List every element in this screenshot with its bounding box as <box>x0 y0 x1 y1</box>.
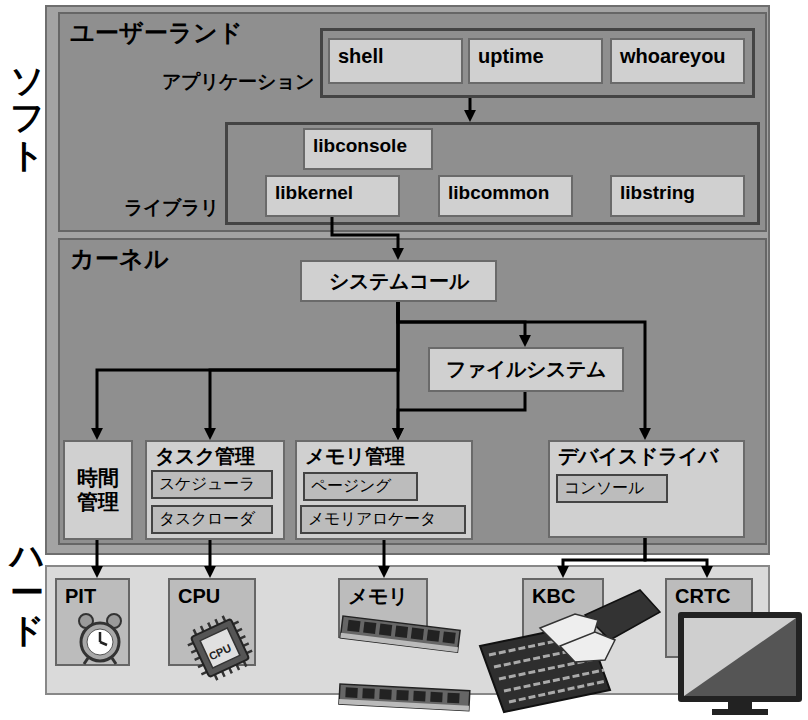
clock-icon <box>79 614 121 664</box>
connector-arrow <box>645 538 707 570</box>
app-name: shell <box>338 45 384 68</box>
group-box: ライブラリlibconsolelibkernellibcommonlibstri… <box>225 122 760 225</box>
app-box: whoareyou <box>610 38 745 84</box>
library-box: libcommon <box>438 175 573 217</box>
library-name: libkernel <box>275 182 353 204</box>
connector-arrow <box>96 540 99 570</box>
layer-title: カーネル <box>70 245 169 273</box>
memory-stick-icon <box>339 684 470 711</box>
connector-arrow <box>397 302 400 432</box>
connector-arrow <box>469 98 472 114</box>
cpu-chip-icon <box>183 611 257 685</box>
sub-box: メモリアロケータ <box>300 505 466 534</box>
library-box: libstring <box>610 175 745 217</box>
keyboard-icon <box>480 590 660 712</box>
connector-arrow <box>209 540 212 570</box>
connector-arrow <box>398 392 525 432</box>
sub-box: タスクローダ <box>151 505 273 534</box>
connector-arrow <box>210 302 398 432</box>
group-box: アプリケーションshelluptimewhoareyou <box>320 28 755 98</box>
sub-box-label: ページング <box>311 477 391 495</box>
module-title: メモリ管理 <box>305 445 405 468</box>
connector-arrow <box>383 540 386 570</box>
library-box: libkernel <box>265 175 400 217</box>
library-name: libstring <box>620 182 695 204</box>
library-box: libconsole <box>303 128 433 170</box>
hardware-box: KBC <box>522 578 604 653</box>
sub-box-label: タスクローダ <box>159 510 255 528</box>
software-panel: ソフトユーザーランドアプリケーションshelluptimewhoareyouライ… <box>45 5 770 555</box>
connector-arrow <box>332 217 398 252</box>
connector-arrow <box>398 302 645 432</box>
hardware-box: PIT <box>55 578 130 666</box>
side-heading: ソフト <box>10 62 44 174</box>
sub-box: コンソール <box>556 474 668 503</box>
process-box: システムコール <box>300 260 497 302</box>
hardware-name: CRTC <box>675 585 731 608</box>
library-name: libcommon <box>448 182 549 204</box>
sub-box-label: コンソール <box>564 479 644 497</box>
monitor-icon <box>678 612 802 715</box>
process-box: ファイルシステム <box>428 347 624 392</box>
module-title: デバイスドライバ <box>558 445 718 468</box>
app-box: uptime <box>468 38 603 84</box>
hardware-box: メモリ <box>338 578 428 638</box>
sub-box-label: スケジューラ <box>159 475 255 493</box>
box-label: ファイルシステム <box>446 358 606 381</box>
box-label: システムコール <box>329 270 469 293</box>
app-box: shell <box>328 38 463 84</box>
connector-arrow <box>398 302 525 339</box>
sub-box: ページング <box>303 472 418 501</box>
hardware-name: PIT <box>65 585 96 608</box>
module-box: タスク管理スケジューラタスクローダ <box>145 440 285 540</box>
sub-box: スケジューラ <box>151 470 273 499</box>
memory-stick-icon <box>340 616 460 652</box>
sub-box-label: メモリアロケータ <box>308 510 436 528</box>
module-box: デバイスドライバコンソール <box>548 440 745 538</box>
module-box: 時間 管理 <box>63 440 133 540</box>
layer-panel: ユーザーランドアプリケーション shell uptime whoareyou ライブラリ… <box>58 12 767 232</box>
connector-arrow <box>563 538 645 570</box>
app-name: uptime <box>478 45 544 68</box>
group-title: アプリケーション <box>162 71 314 93</box>
layer-panel: カーネルシステムコールファイルシステム時間 管理タスク管理スケジューラタスクロー… <box>58 238 767 545</box>
module-title: タスク管理 <box>155 445 255 468</box>
hardware-name: CPU <box>178 585 220 608</box>
app-name: whoareyou <box>620 45 726 68</box>
module-title: 時間 管理 <box>69 466 127 514</box>
group-title: ライブラリ <box>124 197 219 219</box>
module-box: メモリ管理ページングメモリアロケータ <box>295 440 473 540</box>
hardware-box: CRTC <box>665 578 753 658</box>
hardware-name: KBC <box>532 585 575 608</box>
library-name: libconsole <box>313 135 407 157</box>
hardware-name: メモリ <box>348 585 408 608</box>
connector-arrow <box>97 302 398 432</box>
hardware-panel: ハードPITCPUメモリKBCCRTC <box>45 565 770 695</box>
side-heading: ハード <box>10 537 44 649</box>
layer-title: ユーザーランド <box>70 19 243 47</box>
